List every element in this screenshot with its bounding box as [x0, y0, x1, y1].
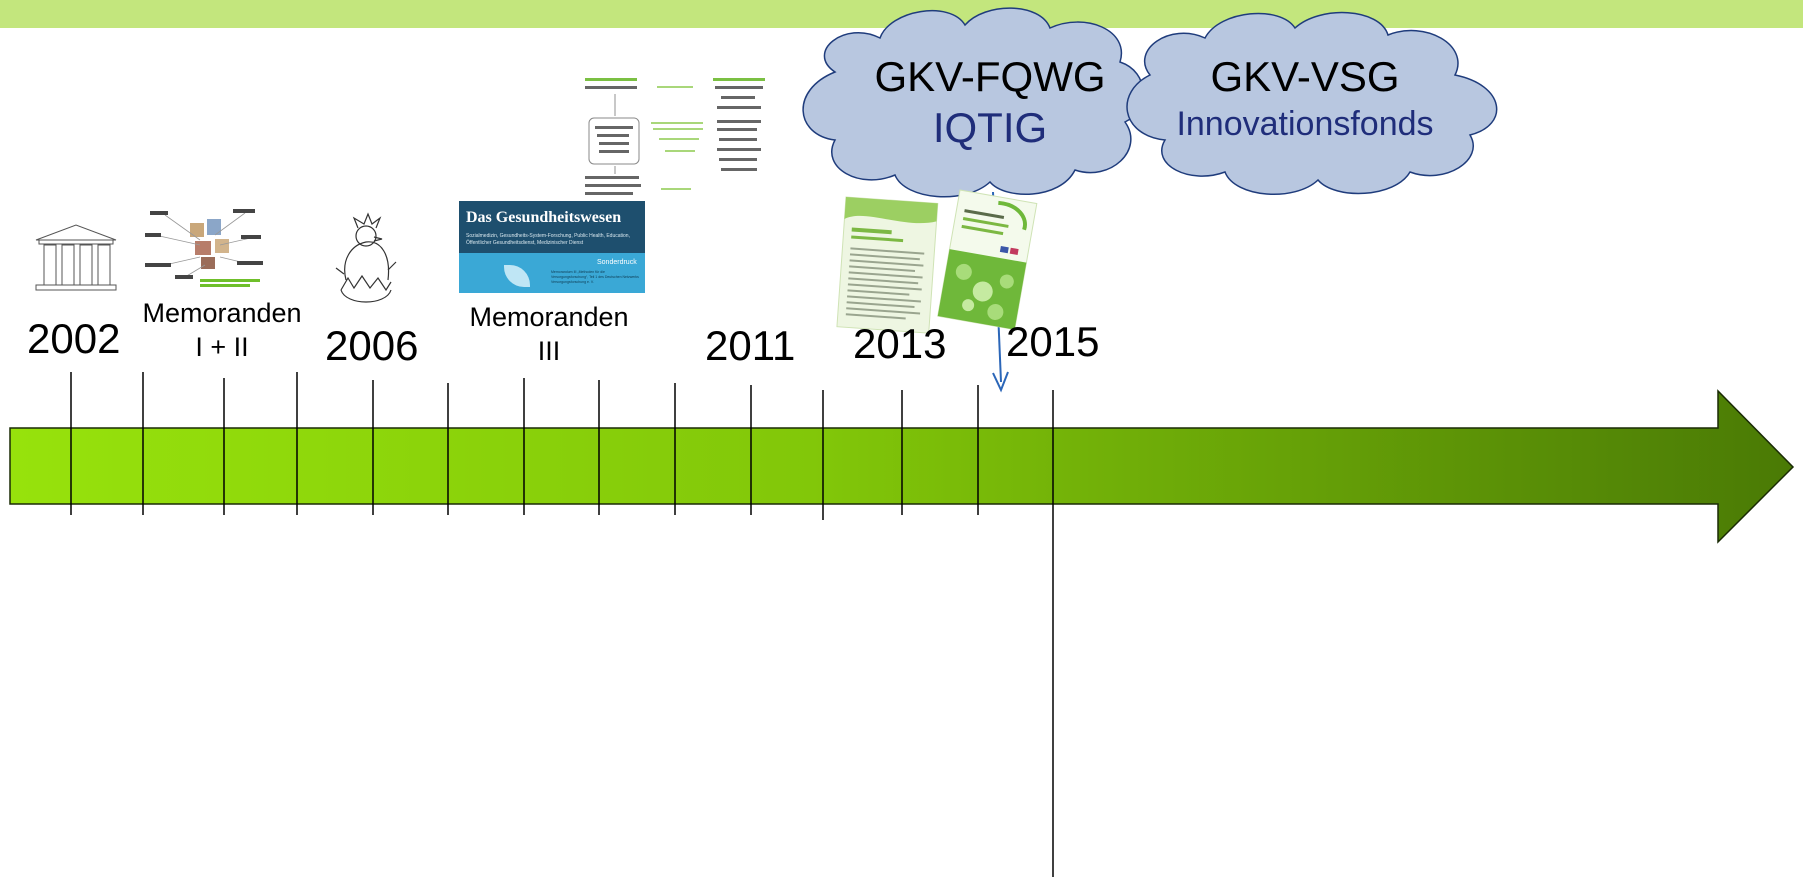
cloud-gkv-fqwg-title: GKV-FQWG [874, 53, 1106, 100]
thumbnail-2006-chick [335, 212, 397, 303]
journal-badge: Sonderdruck [597, 259, 637, 266]
thumbnail-journal-cover: Das Gesundheitswesen Sozialmedizin, Gesu… [459, 201, 645, 293]
cloud-gkv-vsg-title: GKV-VSG [1210, 53, 1400, 100]
memoranden-i-ii-label: Memoranden I + II [128, 296, 316, 364]
journal-small-text: Memorandum III „Methoden für die Versorg… [551, 270, 639, 284]
cloud-gkv-vsg [1126, 11, 1498, 196]
memoranden-iii-label: Memoranden III [454, 300, 644, 368]
journal-title: Das Gesundheitswesen [466, 209, 622, 226]
year-label-2011: 2011 [705, 322, 796, 369]
memoranden-i-ii-line1: Memoranden [142, 298, 302, 328]
journal-band [459, 253, 645, 293]
cloud-gkv-fqwg-text: GKV-FQWG IQTIG [860, 52, 1120, 154]
journal-subtitle: Sozialmedizin, Gesundheits-System-Forsch… [466, 233, 630, 246]
year-label-2002: 2002 [27, 315, 121, 362]
thumbnail-2013-flyer-right [937, 189, 1038, 331]
year-label-2013: 2013 [853, 320, 947, 367]
cloud-iqtig-label: IQTIG [932, 104, 1048, 151]
memoranden-i-ii-line2: I + II [195, 332, 249, 362]
cloud-gkv-vsg-text: GKV-VSG Innovationsfonds [1160, 52, 1450, 146]
journal-leaf-icon [504, 265, 530, 287]
year-label-2006: 2006 [325, 322, 419, 369]
thumbnail-2013-flyer-left [836, 196, 939, 334]
year-label-2015: 2015 [1006, 318, 1100, 365]
memoranden-iii-line1: Memoranden [469, 302, 629, 332]
thumbnail-memoranden-flowchart [585, 78, 765, 195]
thumbnail-memoranden-network [145, 209, 263, 287]
timeline-ticks [70, 372, 1054, 877]
cloud-innovationsfonds-label: Innovationsfonds [1176, 105, 1434, 143]
memoranden-iii-line2: III [537, 336, 561, 366]
cloud-gkv-fqwg [802, 7, 1144, 198]
thumbnail-2002-temple [35, 224, 117, 291]
